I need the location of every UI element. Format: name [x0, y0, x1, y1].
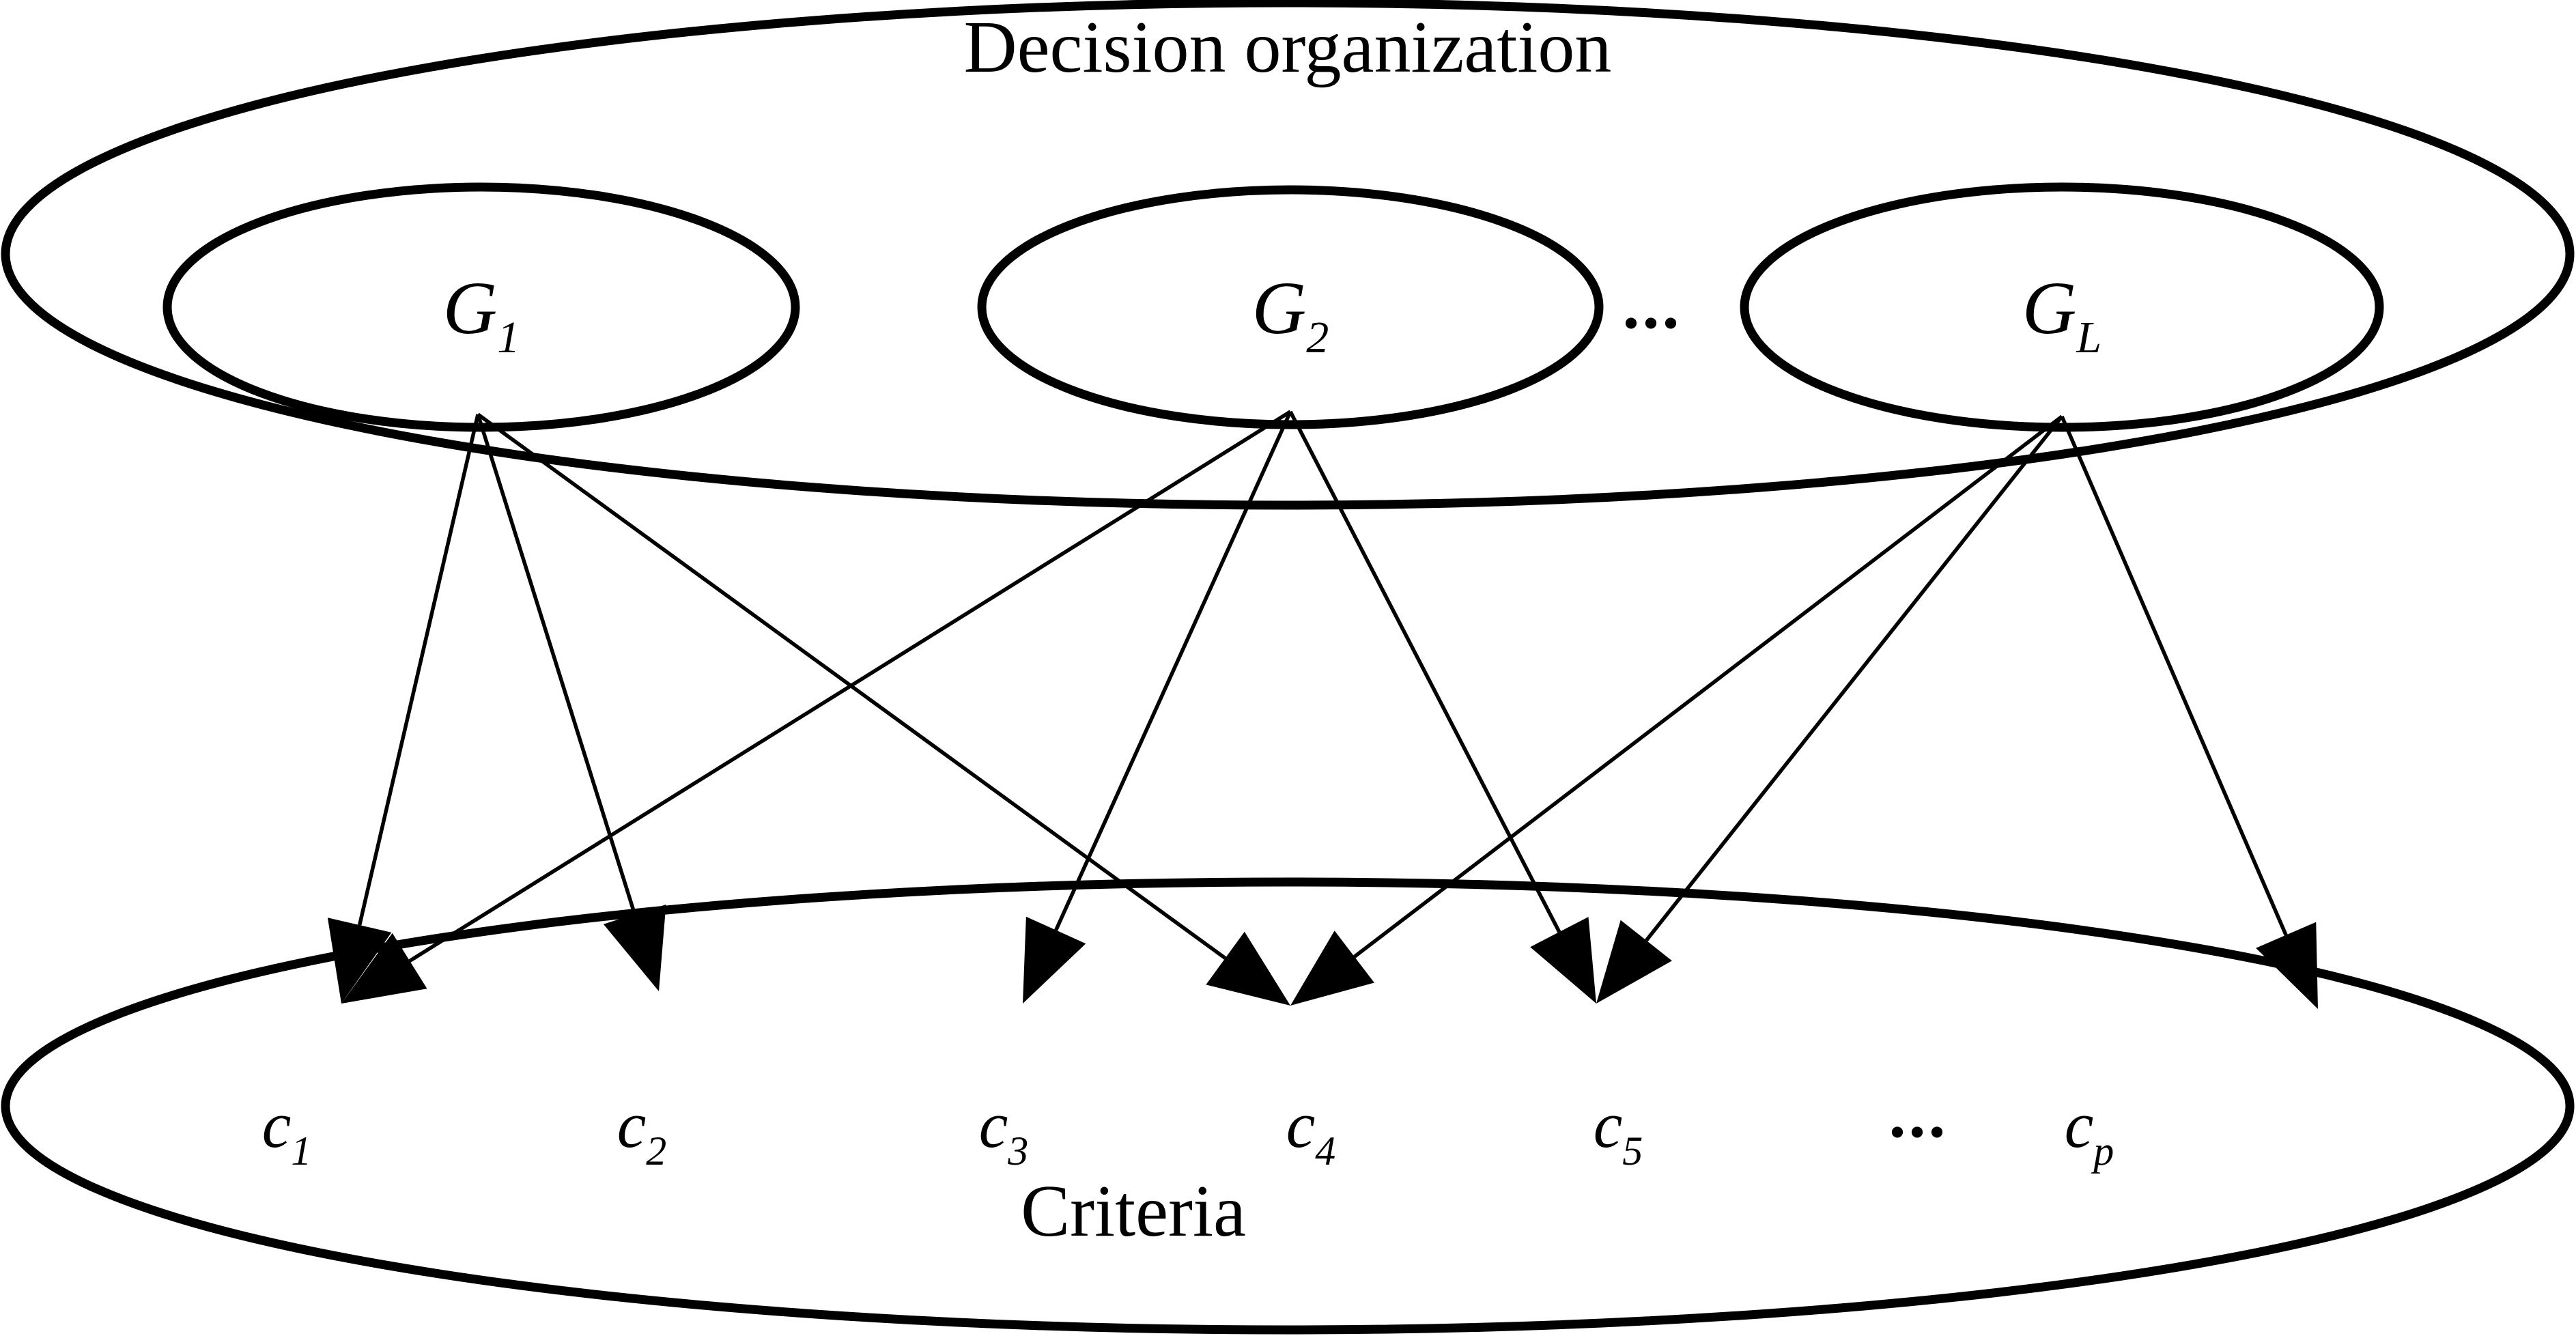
arrowhead-g1-to-c1	[327, 918, 392, 1004]
criterion-label-c2: c2	[617, 1088, 667, 1174]
link-g2-to-c1	[408, 410, 1292, 963]
link-g1-to-c2	[476, 414, 637, 915]
criterion-label-c4: c4	[1286, 1088, 1336, 1174]
criteria-ellipsis: ...	[1889, 1076, 1949, 1152]
group-label-g1: G1	[443, 266, 520, 363]
criteria-title: Criteria	[1021, 1171, 1246, 1252]
arrowhead-g1-to-c2	[603, 905, 666, 991]
criterion-label-c3: c3	[979, 1088, 1029, 1174]
group-ellipse-g2[interactable]	[977, 185, 1604, 429]
group-label-g2: G2	[1252, 266, 1329, 363]
link-gl-to-c5	[1645, 415, 2064, 942]
criterion-label-c5: c5	[1594, 1088, 1643, 1174]
arrowhead-gl-to-cp	[2256, 922, 2318, 1009]
arrowhead-g2-to-c1	[341, 933, 427, 1004]
decision-organization-boundary	[1, 0, 2574, 510]
group-ellipse-gl[interactable]	[1740, 182, 2384, 432]
criterion-label-cp: cp	[2065, 1088, 2114, 1174]
arrowhead-gl-to-c5	[1596, 920, 1672, 1004]
link-g1-to-c1	[357, 414, 480, 926]
link-g2-to-c3	[1054, 410, 1292, 931]
group-label-gl: GL	[2022, 266, 2101, 363]
arrowhead-g2-to-c5	[1530, 917, 1596, 1004]
arrowhead-g1-to-c4	[1206, 931, 1290, 1006]
criteria-label-layer: c1 c2 c3 c4 c5 cp	[262, 1088, 2114, 1174]
criteria-boundary	[1, 877, 2575, 1335]
link-gl-to-cp	[2060, 415, 2288, 936]
group-ellipsis: ...	[1623, 267, 1682, 343]
criterion-label-c1: c1	[262, 1088, 312, 1174]
link-g2-to-c5	[1288, 410, 1561, 933]
decision-organization-title: Decision organization	[964, 7, 1612, 88]
link-layer	[327, 410, 2318, 1009]
link-gl-to-c4	[1353, 414, 2063, 958]
arrowhead-gl-to-c4	[1290, 930, 1374, 1006]
group-label-layer: G1 G2 GL	[443, 266, 2101, 363]
arrowhead-g2-to-c3	[1023, 916, 1086, 1004]
